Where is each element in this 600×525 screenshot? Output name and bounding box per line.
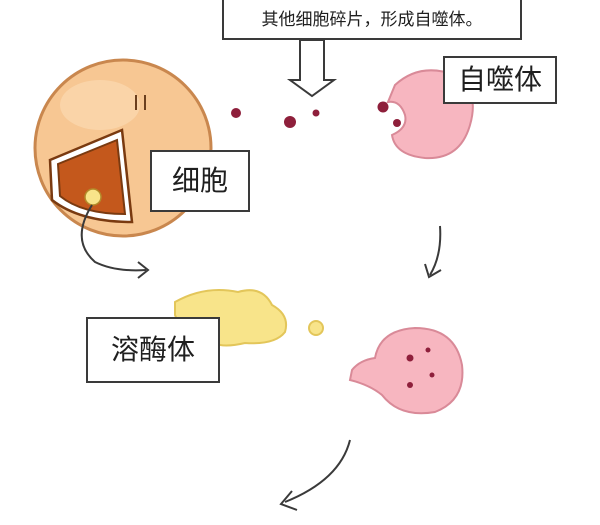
debris-dot [231, 108, 241, 118]
autophagosome-label-box: 自噬体 [443, 56, 557, 104]
debris-dot [407, 382, 413, 388]
curved-arrow-icon [80, 204, 147, 272]
autolysosome-illustration [348, 326, 464, 415]
autolysosome-body [348, 326, 464, 415]
arrow-head-icon [137, 261, 150, 279]
cell-illustration [33, 58, 213, 238]
cell-highlight [60, 80, 140, 130]
lysosome-droplet [308, 320, 324, 336]
cell-label: 细胞 [171, 164, 228, 197]
debris-dot [429, 372, 435, 378]
organelle-yellow-dot [84, 188, 102, 206]
caption-box: 其他细胞碎片，形成自噬体。 [222, 0, 522, 40]
cell-debris [231, 108, 320, 128]
down-arrow-icon [286, 39, 338, 98]
curved-arrow-icon [429, 225, 442, 276]
debris-dot [284, 116, 296, 128]
autophagosome-label: 自噬体 [457, 63, 542, 96]
cell-label-box: 细胞 [150, 150, 250, 212]
lysosome-label-box: 溶酶体 [86, 317, 220, 383]
arrow-head-icon [279, 490, 298, 511]
debris-dot [393, 119, 401, 127]
organelle-wedge [56, 138, 127, 216]
arrow-head-icon [424, 263, 442, 279]
curved-arrow-icon [284, 439, 351, 503]
debris-dot [312, 109, 320, 117]
caption-text: 其他细胞碎片，形成自噬体。 [261, 9, 483, 30]
debris-dot [406, 354, 414, 362]
lysosome-label: 溶酶体 [110, 333, 195, 366]
debris-dot [425, 347, 431, 353]
debris-dot [377, 101, 389, 113]
